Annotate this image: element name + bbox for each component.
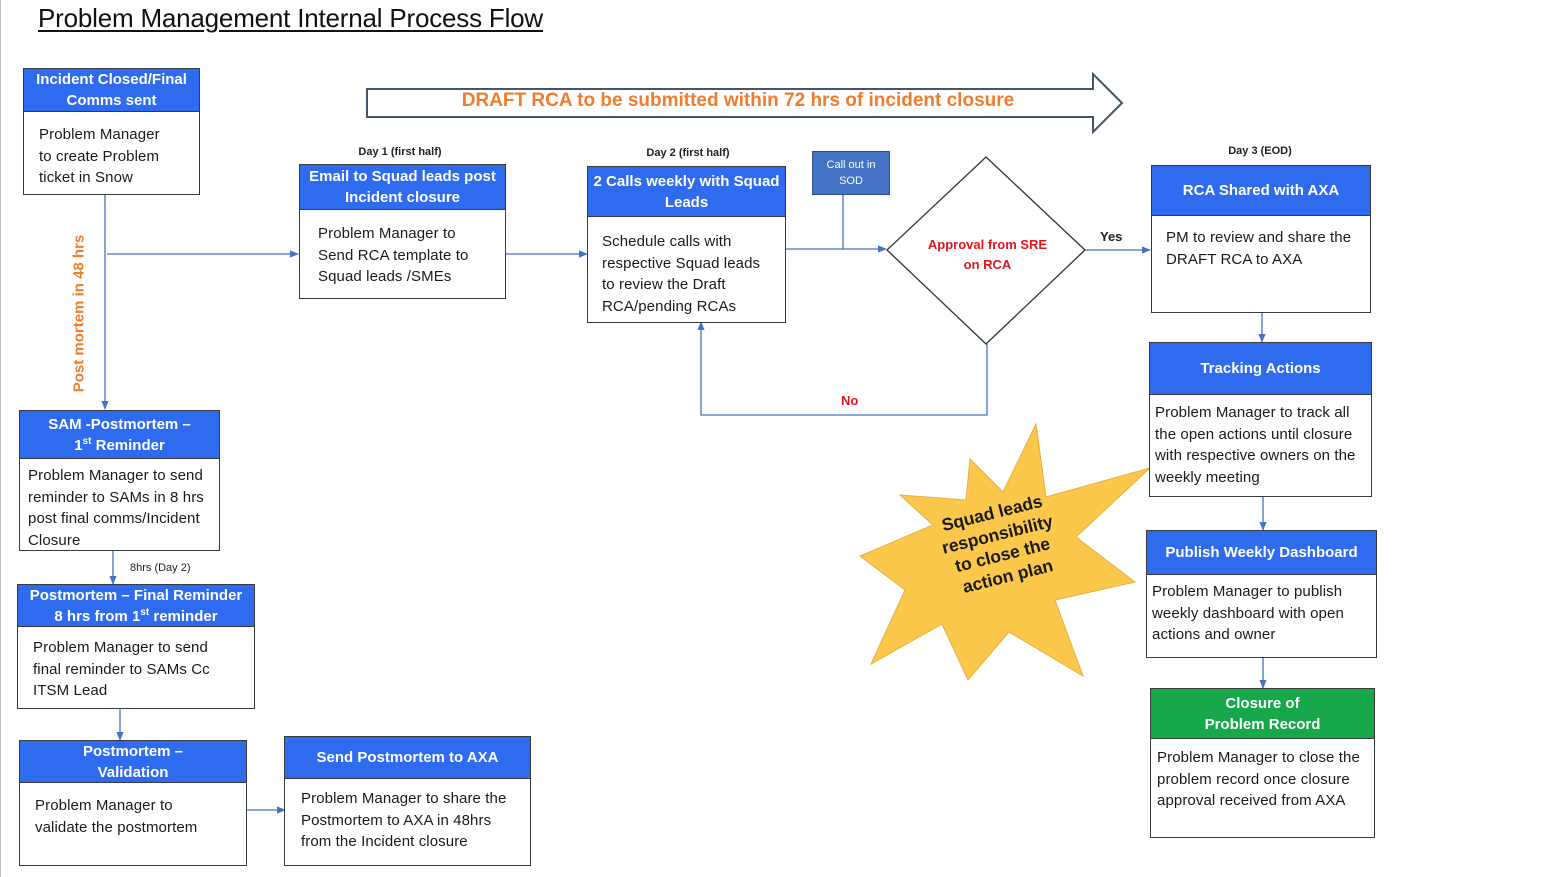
- decision-diamond: [886, 156, 1086, 345]
- starburst-shape: [859, 422, 1151, 681]
- connector-label-8hrs: 8hrs (Day 2): [130, 562, 191, 574]
- banner-arrow: [366, 71, 1124, 135]
- box-body: Problem Manager to close the problem rec…: [1157, 749, 1360, 809]
- box-body: Problem Manager to send final reminder t…: [33, 639, 210, 699]
- box-body: Problem Manager to send reminder to SAMs…: [28, 467, 204, 549]
- header-line2-pre: 1: [74, 436, 83, 454]
- closure-problem-record-box[interactable]: Closure of Problem Record Problem Manage…: [1150, 688, 1375, 838]
- header-line2: 8 hrs from 1st reminder: [54, 606, 217, 627]
- day1-label: Day 1 (first half): [358, 146, 442, 158]
- header-line1: SAM -Postmortem –: [48, 415, 191, 433]
- box-header: Incident Closed/Final Comms sent: [24, 69, 199, 112]
- box-header: SAM -Postmortem – 1st Reminder: [20, 411, 219, 459]
- box-body: Problem Manager to track all the open ac…: [1155, 404, 1356, 486]
- header-line1: Closure of: [1225, 694, 1300, 712]
- header-line2-post: reminder: [149, 607, 218, 625]
- box-header: Postmortem – Validation: [20, 741, 246, 783]
- yes-label: Yes: [1100, 229, 1123, 244]
- banner-text: DRAFT RCA to be submitted within 72 hrs …: [461, 90, 1015, 111]
- header-line2-post: Reminder: [91, 436, 165, 454]
- sam-postmortem-box[interactable]: SAM -Postmortem – 1st Reminder Problem M…: [19, 410, 220, 551]
- no-label: No: [841, 393, 859, 408]
- publish-dashboard-box[interactable]: Publish Weekly Dashboard Problem Manager…: [1146, 530, 1377, 658]
- rca-shared-box[interactable]: RCA Shared with AXA PM to review and sha…: [1151, 165, 1371, 313]
- header-line2-sup: st: [140, 606, 150, 618]
- tracking-actions-box[interactable]: Tracking Actions Problem Manager to trac…: [1149, 342, 1372, 497]
- email-squad-leads-box[interactable]: Email to Squad leads post Incident closu…: [299, 164, 506, 299]
- box-body: PM to review and share the DRAFT RCA to …: [1166, 229, 1352, 268]
- header-line1: Postmortem – Final Reminder: [29, 586, 243, 604]
- box-body: Problem Manager to create Problem ticket…: [39, 126, 160, 186]
- final-reminder-box[interactable]: Postmortem – Final Reminder 8 hrs from 1…: [17, 584, 255, 709]
- send-postmortem-box[interactable]: Send Postmortem to AXA Problem Manager t…: [284, 736, 531, 866]
- weekly-calls-box[interactable]: 2 Calls weekly with Squad Leads Schedule…: [587, 166, 786, 323]
- day2-label: Day 2 (first half): [646, 147, 730, 159]
- header-line2-sup: st: [82, 435, 92, 447]
- incident-closed-box[interactable]: Incident Closed/Final Comms sent Problem…: [23, 68, 200, 195]
- postmortem-validation-box[interactable]: Postmortem – Validation Problem Manager …: [19, 740, 247, 866]
- header-line2-pre: 8 hrs from 1: [54, 607, 141, 625]
- day3-label: Day 3 (EOD): [1228, 145, 1292, 157]
- box-header: Email to Squad leads post Incident closu…: [300, 165, 505, 210]
- box-header: Publish Weekly Dashboard: [1147, 531, 1376, 575]
- box-body: Schedule calls with respective Squad lea…: [602, 233, 761, 315]
- header-line2: 1st Reminder: [74, 435, 165, 456]
- box-header: Postmortem – Final Reminder 8 hrs from 1…: [18, 585, 254, 627]
- box-header: Closure of Problem Record: [1151, 689, 1374, 739]
- box-header: Tracking Actions: [1150, 343, 1371, 395]
- header-line2: Problem Record: [1204, 715, 1321, 733]
- page-title: Problem Management Internal Process Flow: [38, 3, 544, 33]
- box-body: Problem Manager to share the Postmortem …: [301, 790, 507, 850]
- box-header: 2 Calls weekly with Squad Leads: [588, 167, 785, 217]
- box-body: Problem Manager to validate the postmort…: [35, 797, 198, 836]
- callout-sod: Call out in SOD: [812, 151, 890, 195]
- box-body: Problem Manager to publish weekly dashbo…: [1152, 583, 1344, 643]
- box-header: Send Postmortem to AXA: [285, 737, 530, 779]
- side-label-postmortem: Post mortem in 48 hrs: [70, 234, 88, 393]
- decision-text: Approval from SRE on RCA: [927, 237, 1048, 272]
- connector-no-loop: [697, 321, 988, 416]
- box-body: Problem Manager to Send RCA template to …: [318, 225, 469, 285]
- box-header: RCA Shared with AXA: [1152, 166, 1370, 216]
